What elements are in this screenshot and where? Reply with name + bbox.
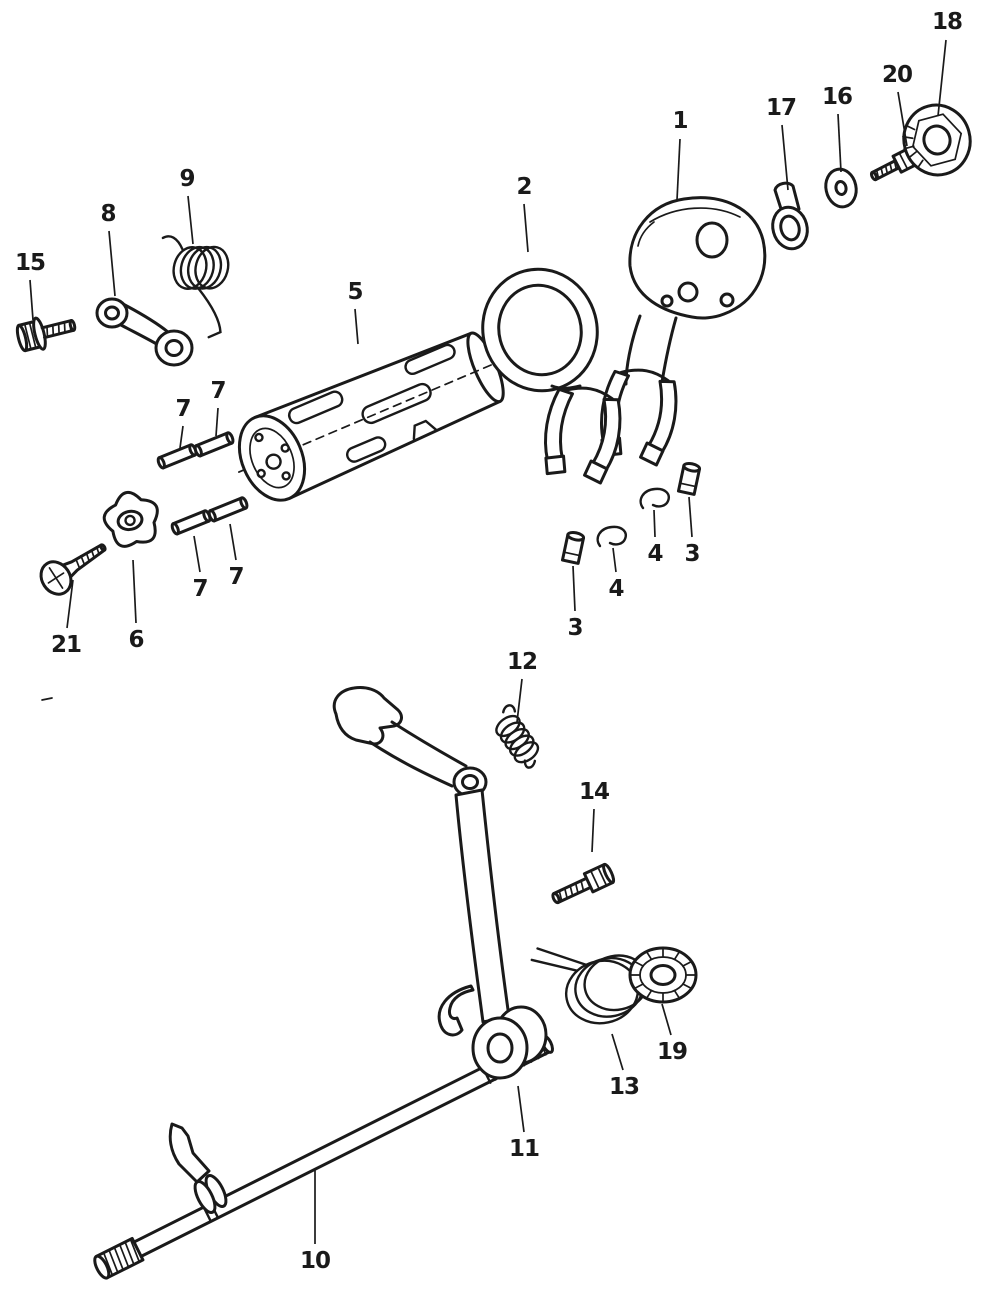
callout-part-9: 9 bbox=[179, 166, 195, 192]
part-4-clip-left bbox=[596, 525, 627, 548]
part-17-stopper-plate bbox=[771, 181, 809, 251]
callout-part-12: 12 bbox=[506, 649, 538, 675]
callout-part-18: 18 bbox=[931, 9, 963, 35]
callout-part-15: 15 bbox=[14, 250, 46, 276]
part-2-shift-fork-ring bbox=[481, 267, 599, 393]
callout-part-14: 14 bbox=[578, 779, 610, 805]
callout-part-8: 8 bbox=[100, 201, 116, 227]
part-9-spring bbox=[161, 235, 230, 339]
callout-part-20: 20 bbox=[881, 62, 913, 88]
callout-part-7-b: 7 bbox=[210, 378, 226, 404]
shaft-pawl-tab bbox=[168, 1122, 211, 1184]
callout-part-2: 2 bbox=[516, 174, 532, 200]
part-16-washer bbox=[824, 167, 858, 209]
callout-part-13: 13 bbox=[608, 1074, 640, 1100]
leader-lines bbox=[29, 39, 947, 1244]
callout-part-7-c: 7 bbox=[192, 576, 208, 602]
callout-part-5: 5 bbox=[347, 279, 363, 305]
callout-part-21: 21 bbox=[50, 632, 82, 658]
callout-part-6: 6 bbox=[128, 627, 144, 653]
part-4-clip-right bbox=[639, 487, 670, 510]
callout-part-10: 10 bbox=[299, 1248, 331, 1274]
part-7-pin-d bbox=[207, 496, 249, 523]
part-7-pin-b bbox=[193, 431, 235, 458]
part-7-pin-a bbox=[156, 443, 198, 470]
part-18-threaded-plug bbox=[902, 103, 972, 177]
callout-part-7-a: 7 bbox=[175, 396, 191, 422]
callout-part-4-b: 4 bbox=[647, 541, 663, 567]
part-21-screw bbox=[39, 543, 107, 596]
part-3-pin-right bbox=[676, 461, 702, 496]
callout-part-4-a: 4 bbox=[608, 576, 624, 602]
scan-artifact bbox=[41, 697, 53, 701]
callout-part-17: 17 bbox=[765, 95, 797, 121]
part-19-collar bbox=[628, 946, 698, 1004]
part-1-shift-fork-body bbox=[624, 196, 767, 386]
part-7-pin-c bbox=[170, 509, 212, 536]
callout-part-11: 11 bbox=[508, 1136, 540, 1162]
callout-part-1: 1 bbox=[672, 108, 688, 134]
callout-part-16: 16 bbox=[821, 84, 853, 110]
part-15-flange-bolt bbox=[15, 316, 77, 353]
shaft-clip-washers bbox=[193, 1174, 228, 1214]
part-11-gearshift-arm bbox=[332, 686, 548, 1080]
part-6-star-plate bbox=[102, 491, 159, 548]
part-14-bolt bbox=[551, 862, 616, 905]
part-12-coil-spring bbox=[495, 704, 540, 769]
part-3-pin-left bbox=[560, 530, 586, 565]
callout-part-3-b: 3 bbox=[684, 541, 700, 567]
fork-2-claw bbox=[544, 386, 622, 485]
part-8-stopper-arm bbox=[95, 297, 194, 367]
callout-part-7-d: 7 bbox=[228, 564, 244, 590]
callout-part-3-a: 3 bbox=[567, 615, 583, 641]
callout-part-19: 19 bbox=[656, 1039, 688, 1065]
